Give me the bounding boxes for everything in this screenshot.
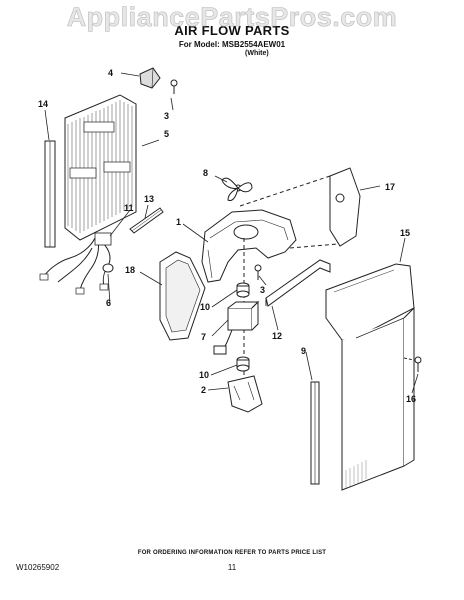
document-number: W10265902 bbox=[16, 563, 60, 572]
callout-2: 2 bbox=[201, 385, 206, 395]
part-16-screw bbox=[403, 356, 422, 372]
callout-12: 12 bbox=[272, 331, 282, 341]
part-4-cap bbox=[139, 67, 161, 89]
callout-16: 16 bbox=[406, 394, 416, 404]
callout-7: 7 bbox=[201, 332, 206, 342]
part-10-grommet-bottom bbox=[236, 356, 250, 372]
callout-4: 4 bbox=[108, 68, 113, 78]
callout-18: 18 bbox=[125, 265, 135, 275]
callout-15: 15 bbox=[400, 228, 410, 238]
part-14-strip bbox=[44, 140, 56, 248]
page-title: AIR FLOW PARTS bbox=[174, 23, 290, 38]
callout-3-middle: 3 bbox=[260, 285, 265, 295]
part-13-rod bbox=[129, 207, 164, 234]
callout-11: 11 bbox=[124, 203, 134, 213]
part-8-fan-blade bbox=[221, 177, 253, 201]
callout-1: 1 bbox=[176, 217, 181, 227]
model-label: For Model: MSB2554AEW01 bbox=[178, 40, 286, 49]
callout-10-top: 10 bbox=[200, 302, 210, 312]
part-7-fan-motor bbox=[213, 300, 260, 355]
callout-10-bottom: 10 bbox=[199, 370, 209, 380]
part-5-cover-panel bbox=[64, 94, 137, 241]
part-1-fan-housing bbox=[201, 209, 297, 283]
color-label: (White) bbox=[245, 50, 269, 57]
part-10-grommet-top bbox=[236, 282, 250, 298]
ordering-note: FOR ORDERING INFORMATION REFER TO PARTS … bbox=[137, 550, 327, 556]
callout-9: 9 bbox=[301, 346, 306, 356]
callout-14: 14 bbox=[38, 99, 48, 109]
part-9-strip bbox=[310, 381, 320, 485]
part-15-rear-panel bbox=[325, 263, 415, 491]
part-17-duct bbox=[239, 167, 361, 249]
callout-3-top: 3 bbox=[164, 111, 169, 121]
part-11-wire-harness bbox=[39, 232, 112, 295]
part-12-bracket bbox=[265, 259, 331, 307]
leader-lines bbox=[44, 72, 419, 394]
callout-17: 17 bbox=[385, 182, 395, 192]
part-18-duct-panel bbox=[159, 251, 206, 341]
part-2-mount-bracket bbox=[227, 375, 263, 413]
callout-8: 8 bbox=[203, 168, 208, 178]
callout-6: 6 bbox=[106, 298, 111, 308]
part-3-screw-top bbox=[170, 79, 178, 94]
callout-5: 5 bbox=[164, 129, 169, 139]
part-3-screw-middle bbox=[254, 264, 262, 280]
part-6-connector bbox=[102, 263, 114, 273]
callout-13: 13 bbox=[144, 194, 154, 204]
page-number: 11 bbox=[227, 563, 237, 572]
